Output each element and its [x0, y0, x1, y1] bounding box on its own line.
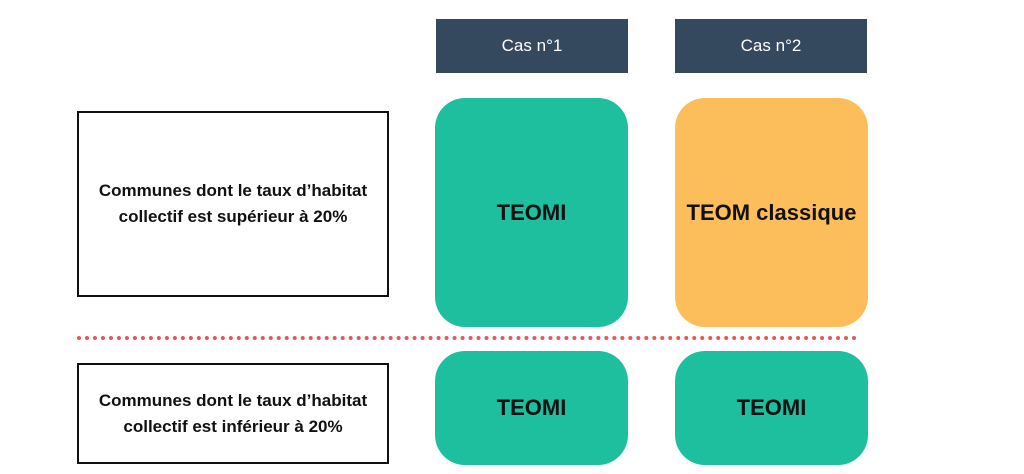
header-case-1: Cas n°1: [436, 19, 628, 73]
tile-row1-case1: TEOMI: [435, 98, 628, 327]
tile-row1-case2: TEOM classique: [675, 98, 868, 327]
dotted-divider: [77, 336, 857, 340]
row-label-below-20: Communes dont le taux d’habitat collecti…: [77, 363, 389, 464]
row-label-above-20: Communes dont le taux d’habitat collecti…: [77, 111, 389, 297]
tile-row2-case2: TEOMI: [675, 351, 868, 465]
tile-row2-case1: TEOMI: [435, 351, 628, 465]
header-case-2: Cas n°2: [675, 19, 867, 73]
